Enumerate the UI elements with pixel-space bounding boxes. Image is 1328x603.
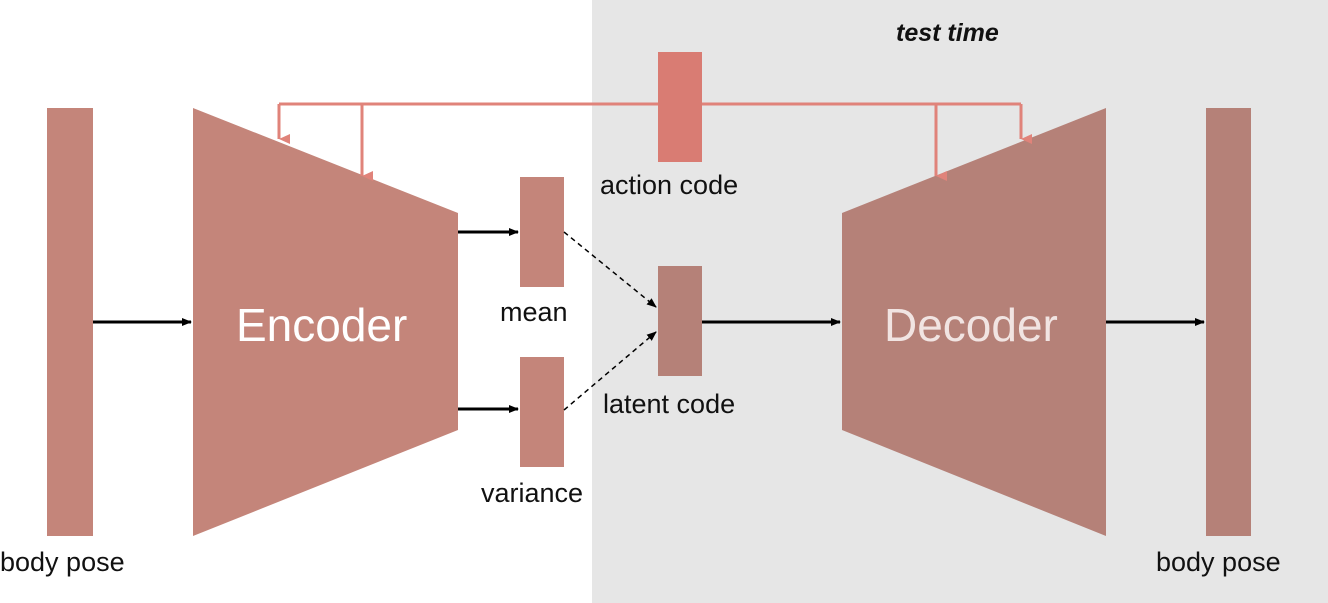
encoder-block (193, 108, 458, 536)
variance-block (520, 357, 564, 467)
mean-label: mean (500, 297, 568, 327)
dashed-arrow-variance-to-latent (563, 331, 657, 411)
action-code-connector (277, 102, 1032, 181)
latent-code-label: latent code (603, 389, 736, 419)
decoder-block (842, 108, 1106, 536)
output-body-pose-bar (1206, 108, 1251, 536)
encoder-label: Encoder (236, 299, 408, 351)
dashed-arrow-mean-to-latent (563, 231, 657, 308)
input-body-pose-label: body pose (0, 547, 125, 577)
input-body-pose-bar (47, 108, 93, 536)
action-code-label: action code (600, 170, 739, 200)
action-code-block-overlay (658, 52, 702, 162)
decoder-label: Decoder (884, 299, 1058, 351)
mean-block (520, 177, 564, 287)
test-time-label: test time (896, 19, 999, 47)
variance-label: variance (481, 478, 584, 508)
output-body-pose-label: body pose (1156, 547, 1281, 577)
latent-code-block (658, 266, 702, 376)
